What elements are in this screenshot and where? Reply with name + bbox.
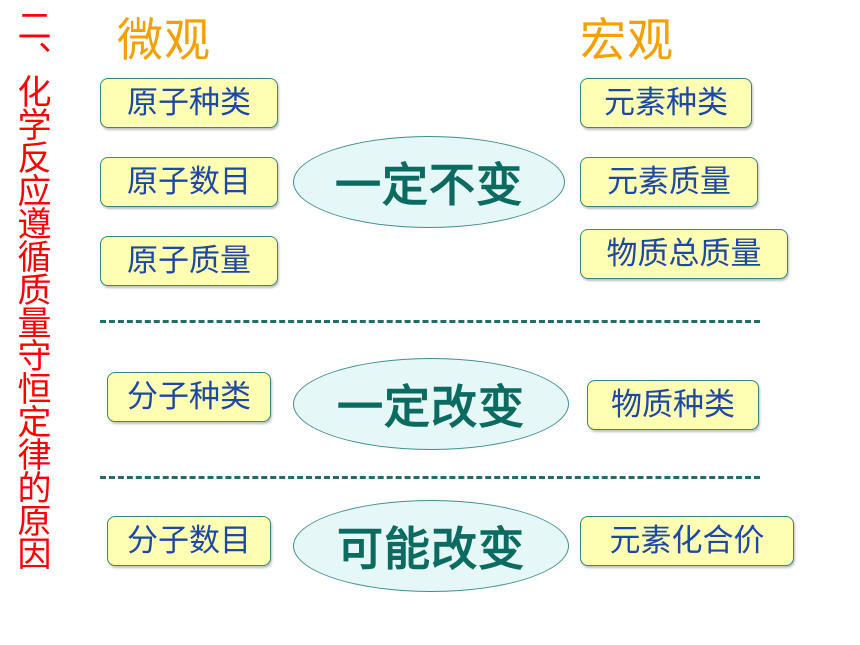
- micro-item-atom-mass: 原子质量: [100, 236, 278, 286]
- section-divider: [100, 320, 760, 323]
- oval-changed: 一定改变: [293, 358, 569, 450]
- macro-item-element-mass: 元素质量: [580, 157, 758, 207]
- macro-item-element-type: 元素种类: [580, 78, 752, 128]
- macro-heading: 宏观: [580, 13, 674, 67]
- side-title: 二、化学反应遵循质量守恒定律的原因: [11, 8, 51, 569]
- macro-item-substance-type: 物质种类: [587, 380, 759, 430]
- micro-item-molecule-count: 分子数目: [107, 516, 271, 566]
- oval-maybe: 可能改变: [293, 500, 569, 592]
- section-divider: [100, 476, 760, 479]
- micro-heading: 微观: [117, 13, 211, 67]
- micro-item-atom-type: 原子种类: [100, 78, 278, 128]
- macro-item-total-mass: 物质总质量: [580, 229, 788, 279]
- macro-item-valence: 元素化合价: [580, 516, 794, 566]
- micro-item-atom-count: 原子数目: [100, 157, 278, 207]
- oval-unchanged: 一定不变: [293, 136, 565, 228]
- micro-item-molecule-type: 分子种类: [107, 372, 271, 422]
